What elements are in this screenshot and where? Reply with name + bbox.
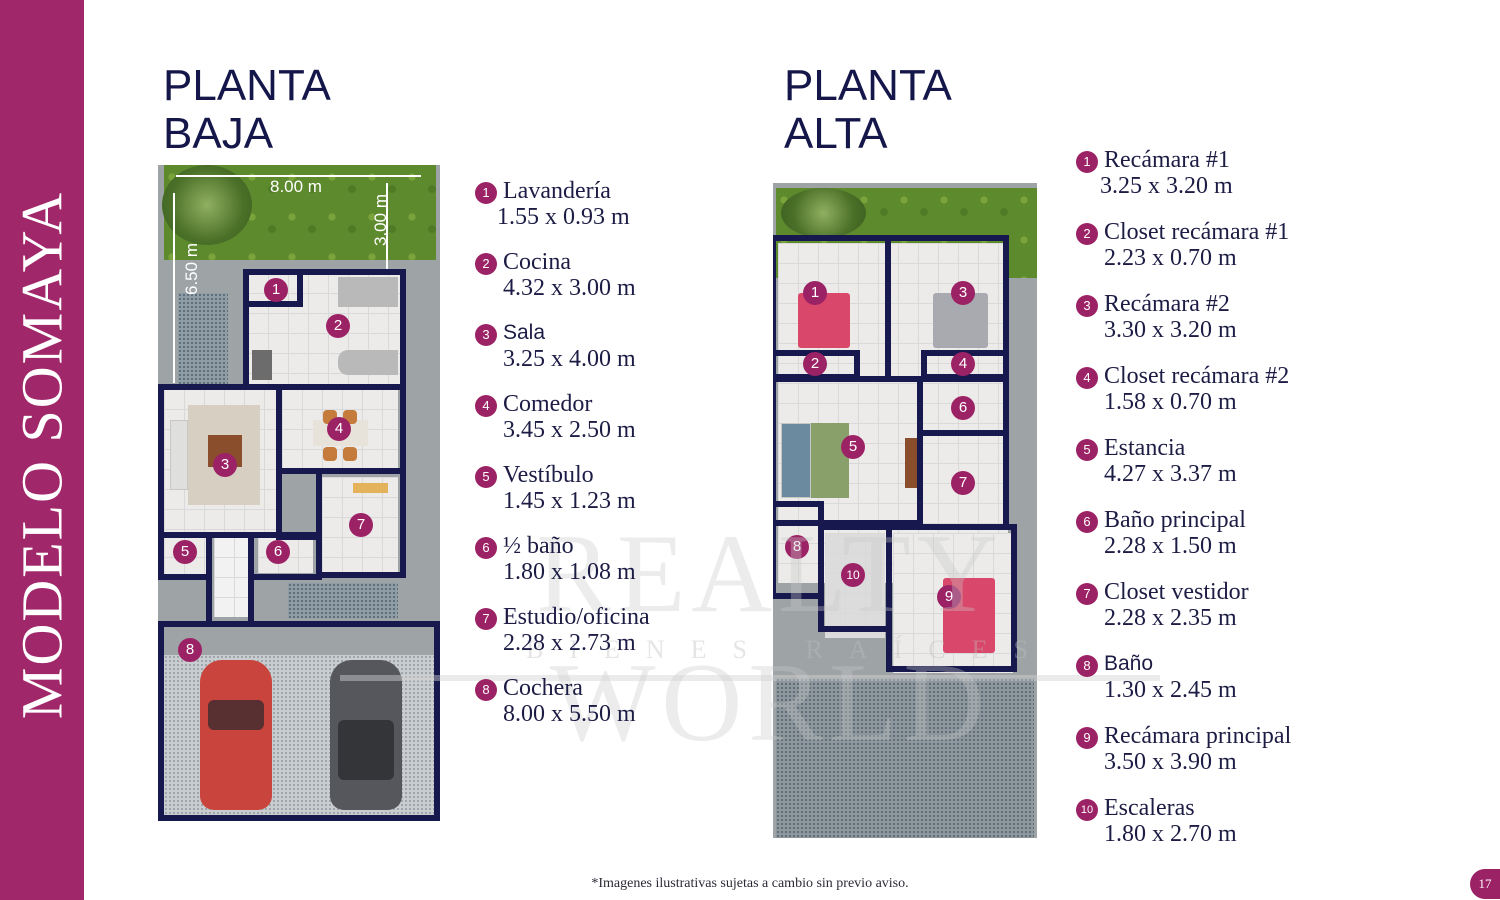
room-pin-1: 1 xyxy=(803,281,827,305)
garden-arrow xyxy=(386,183,388,271)
room-pin-5: 5 xyxy=(173,540,197,564)
cochera-walls xyxy=(158,621,440,821)
room-pin-4: 4 xyxy=(951,352,975,376)
planta-baja-floorplan: 8.00 m 3.00 m 6.50 m 1 2 3 4 5 6 7 8 xyxy=(158,165,440,821)
room-pin-5: 5 xyxy=(841,435,865,459)
grey-car xyxy=(330,660,402,810)
room-pin-7: 7 xyxy=(951,471,975,495)
room-pin-3: 3 xyxy=(213,453,237,477)
room-pin-8: 8 xyxy=(178,638,202,662)
room-pin-9: 9 xyxy=(937,585,961,609)
room-pin-6: 6 xyxy=(951,396,975,420)
planta-baja-title: PLANTA BAJA xyxy=(163,61,331,158)
planta-alta-title: PLANTA ALTA xyxy=(784,61,952,158)
room-pin-4: 4 xyxy=(327,417,351,441)
room-pin-8: 8 xyxy=(785,535,809,559)
room-pin-6: 6 xyxy=(266,540,290,564)
room-pin-10: 10 xyxy=(841,563,865,587)
red-car xyxy=(200,660,272,810)
shrub xyxy=(781,188,866,238)
disclaimer: *Imagenes ilustrativas sujetas a cambio … xyxy=(591,876,909,891)
side-band: MODELO SOMAYA xyxy=(0,0,84,900)
width-label: 8.00 m xyxy=(270,177,322,196)
shrub xyxy=(162,165,252,245)
model-title: MODELO SOMAYA xyxy=(9,190,75,720)
watermark: REALTY WORLD BIENES RAÍCES xyxy=(340,180,1200,765)
planta-alta-floorplan: 1 3 2 4 6 5 7 8 10 9 xyxy=(773,183,1037,838)
room-pin-3: 3 xyxy=(951,281,975,305)
depth-arrow xyxy=(173,193,175,383)
room-pin-2: 2 xyxy=(803,352,827,376)
width-arrow xyxy=(176,175,421,177)
room-pin-2: 2 xyxy=(326,314,350,338)
page-number: 17 xyxy=(1470,869,1500,899)
room-pin-7: 7 xyxy=(349,513,373,537)
depth-label: 6.50 m xyxy=(181,243,201,295)
garden-label: 3.00 m xyxy=(370,194,390,246)
room-pin-1: 1 xyxy=(264,278,288,302)
